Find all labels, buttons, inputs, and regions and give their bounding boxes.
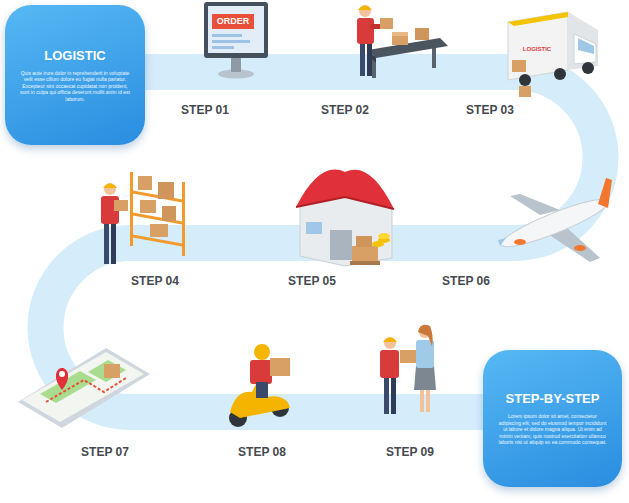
scooter-illustration <box>270 358 290 376</box>
warehouse-illustration <box>378 233 390 239</box>
handover-illustration <box>383 338 397 343</box>
handover-illustration <box>380 325 436 414</box>
phone-map-illustration <box>88 360 126 382</box>
truck-illustration <box>519 86 531 97</box>
airplane-illustration <box>510 194 560 215</box>
truck-illustration <box>508 12 574 26</box>
warehouse-illustration <box>372 241 384 247</box>
shelf-illustration <box>150 224 168 237</box>
conveyor-illustration <box>380 18 393 29</box>
airplane-illustration <box>497 178 612 262</box>
handover-illustration <box>414 366 436 390</box>
monitor-illustration <box>208 6 264 53</box>
warehouse-illustration <box>296 170 394 266</box>
phone-map-illustration <box>18 348 150 428</box>
step-label: STEP 03 <box>466 103 514 117</box>
scooter-illustration <box>254 344 270 360</box>
monitor-illustration <box>212 40 250 43</box>
handover-illustration <box>400 350 416 363</box>
scooter-illustration <box>250 360 272 384</box>
handover-illustration <box>418 325 433 346</box>
shelf-illustration <box>104 222 109 264</box>
phone-map-illustration <box>59 371 65 377</box>
truck-illustration <box>554 68 566 80</box>
airplane-illustration <box>598 178 612 208</box>
airplane-illustration <box>514 239 526 245</box>
truck-illustration <box>568 12 598 70</box>
scooter-illustration <box>229 344 290 427</box>
scooter-illustration <box>256 382 268 398</box>
truck-illustration <box>508 12 598 97</box>
conveyor-illustration <box>360 42 365 76</box>
step-label: STEP 01 <box>181 103 229 117</box>
shelf-illustration <box>162 206 176 221</box>
conveyor-illustration <box>432 46 436 68</box>
warehouse-illustration <box>306 222 322 234</box>
airplane-illustration <box>498 238 506 246</box>
phone-map-illustration <box>104 364 120 378</box>
airplane-illustration <box>574 245 586 251</box>
handover-illustration <box>380 350 399 378</box>
shelf-illustration <box>101 172 185 264</box>
monitor-illustration <box>231 56 241 72</box>
step-label: STEP 08 <box>238 445 286 459</box>
handover-illustration <box>391 376 396 414</box>
truck-illustration <box>582 62 594 74</box>
monitor-illustration <box>212 14 254 29</box>
warehouse-illustration <box>350 261 380 265</box>
box-title: LOGISTIC <box>44 48 105 63</box>
shelf-illustration <box>130 212 185 225</box>
shelf-illustration <box>158 182 174 199</box>
truck-illustration <box>519 74 531 86</box>
truck-illustration <box>512 60 526 72</box>
warehouse-illustration <box>296 170 394 209</box>
conveyor-illustration <box>392 32 408 45</box>
shelf-illustration <box>111 222 116 264</box>
phone-map-illustration <box>22 352 144 422</box>
info-box: STEP-BY-STEP Lorem ipsum dolor sit amet, … <box>483 350 622 487</box>
warehouse-illustration <box>330 230 352 260</box>
handover-illustration <box>384 337 396 349</box>
airplane-illustration <box>497 192 612 254</box>
shelf-illustration <box>103 184 117 189</box>
conveyor-illustration <box>359 5 371 17</box>
step-label: STEP 06 <box>442 274 490 288</box>
shelf-illustration <box>140 200 156 213</box>
truck-illustration <box>578 38 594 54</box>
warehouse-illustration <box>352 246 378 262</box>
shelf-illustration <box>138 176 152 190</box>
box-body: Lorem ipsum dolor sit amet, consectetur … <box>497 413 608 446</box>
step-label: STEP 02 <box>321 103 369 117</box>
handover-illustration <box>384 376 389 414</box>
warehouse-illustration <box>296 197 394 209</box>
monitor-illustration <box>204 2 268 79</box>
truck-illustration <box>574 34 596 64</box>
warehouse-illustration <box>356 236 372 247</box>
sign-text: ORDER <box>217 16 250 27</box>
conveyor-illustration <box>357 5 448 78</box>
info-box: LOGISTIC Quis aute irure dolor in reprehe… <box>5 5 145 145</box>
conveyor-illustration <box>415 28 429 40</box>
step-label: STEP 09 <box>386 445 434 459</box>
conveyor-illustration <box>357 18 374 44</box>
monitor-illustration <box>204 2 268 58</box>
step-label: STEP 05 <box>288 274 336 288</box>
shelf-illustration <box>130 190 185 203</box>
shelf-illustration <box>104 183 116 195</box>
conveyor-illustration <box>367 42 372 76</box>
phone-map-illustration <box>56 368 68 390</box>
step-label: STEP 04 <box>131 274 179 288</box>
phone-map-illustration <box>18 348 150 428</box>
conveyor-illustration <box>392 32 408 36</box>
monitor-illustration <box>212 46 234 49</box>
shelf-illustration <box>114 200 128 211</box>
monitor-illustration <box>212 34 242 37</box>
box-title: STEP-BY-STEP <box>506 391 600 406</box>
step-label: STEP 07 <box>81 445 129 459</box>
box-body: Quis aute irure dolor in reprehenderit i… <box>19 70 131 103</box>
sign-text: LOGISTIC <box>523 46 551 53</box>
conveyor-illustration <box>358 6 372 11</box>
